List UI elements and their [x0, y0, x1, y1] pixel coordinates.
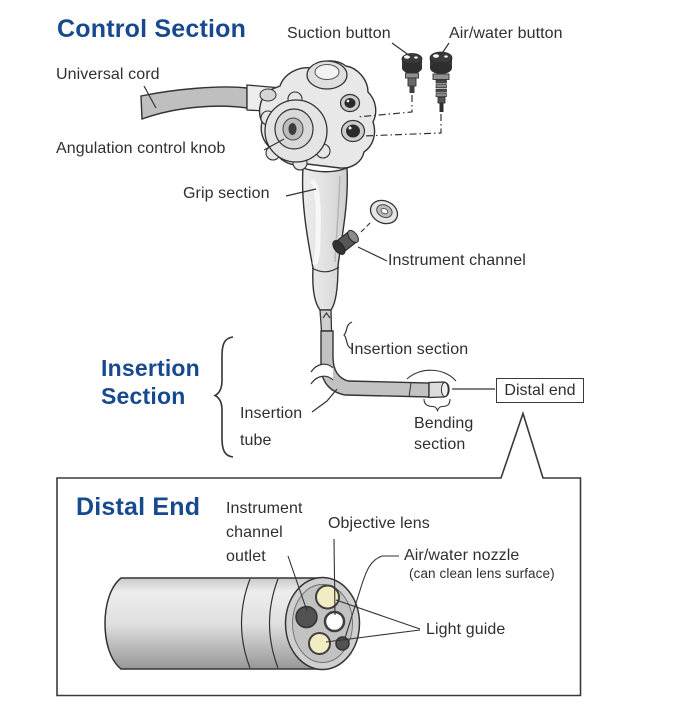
- distal-tip-drawing: [428, 381, 450, 399]
- distal-end-closeup-drawing: [104, 538, 421, 671]
- bending-section-brace: [406, 369, 457, 412]
- insertion-section-bracket: [343, 321, 353, 350]
- instrument-channel-port-drawing: [332, 199, 399, 255]
- valve-ports-drawing: [339, 93, 366, 143]
- bending-section-label: Bending section: [414, 415, 474, 453]
- air-water-button-drawing: [362, 51, 453, 137]
- control-section-heading: Control Section: [57, 15, 247, 43]
- instrument-channel-outlet-circle: [295, 605, 318, 629]
- objective-lens-label: Objective lens: [328, 515, 430, 532]
- light-guide-label: Light guide: [426, 621, 506, 638]
- insertion-section-label: Insertion section: [350, 341, 469, 358]
- air-water-nozzle-label: Air/water nozzle: [404, 547, 520, 564]
- distal-end-boxed-label: Distal end: [496, 378, 584, 403]
- grip-section-drawing: [301, 167, 349, 332]
- instrument-channel-outlet-label: Instrument channel outlet: [226, 500, 303, 565]
- leader-lines: [143, 42, 495, 413]
- light-guide-top-circle: [315, 584, 340, 610]
- universal-cord-label: Universal cord: [56, 66, 160, 83]
- angulation-control-knob-label: Angulation control knob: [56, 140, 226, 157]
- suction-button-drawing: [356, 53, 423, 118]
- grip-section-label: Grip section: [183, 185, 270, 202]
- insertion-section-curly-brace: [213, 336, 234, 458]
- insertion-tube-drawing: [310, 330, 430, 398]
- insertion-tube-label: Insertion tube: [240, 405, 303, 449]
- insertion-section-heading: Insertion Section: [101, 355, 200, 409]
- angulation-knob-drawing: [260, 91, 331, 171]
- control-head-drawing: [258, 60, 377, 171]
- air-water-button-label: Air/water button: [449, 25, 563, 42]
- instrument-channel-label: Instrument channel: [388, 252, 526, 269]
- light-guide-bottom-circle: [308, 632, 331, 655]
- distal-end-heading: Distal End: [76, 493, 201, 521]
- air-water-nozzle-note: (can clean lens surface): [409, 566, 555, 581]
- suction-button-label: Suction button: [287, 25, 391, 42]
